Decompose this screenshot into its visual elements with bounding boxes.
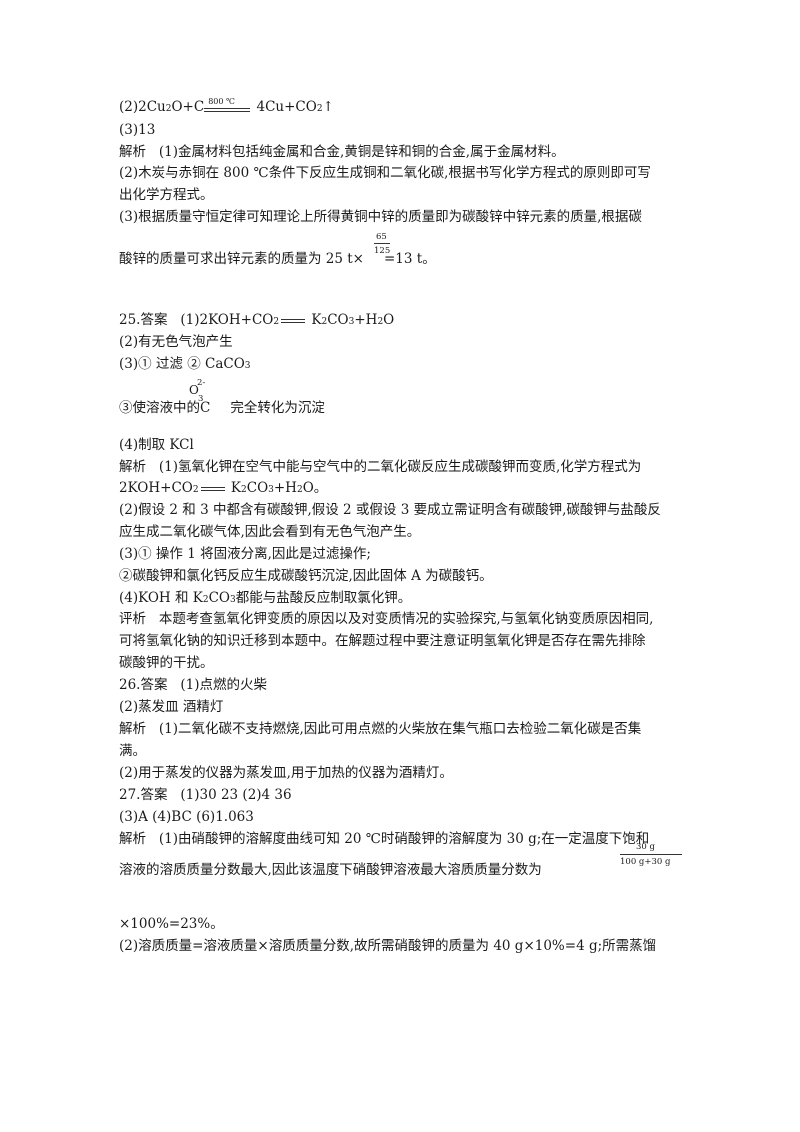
analysis-3a: (3)根据质量守恒定律可知理论上所得黄铜中锌的质量即为碳酸锌中锌元素的质量,根据… [119, 209, 642, 225]
q25-answer-3: (3)① 过滤 ② CaCO3 [119, 356, 251, 372]
analysis-1: 解析 (1)金属材料包括纯金属和合金,黄铜是锌和铜的合金,属于金属材料。 [119, 144, 565, 160]
q25-analysis-1b: 2KOH+CO2 K2CO3+H2O。 [119, 480, 328, 496]
fraction-numerator: 65 [376, 232, 387, 242]
analysis-3b: 酸锌的质量可求出锌元素的质量为 25 t×=13 t。 [119, 251, 436, 267]
q25-analysis-3a: (3)① 操作 1 将固液分离,因此是过滤操作; [119, 546, 371, 562]
analysis-2b: 出化学方程式。 [119, 187, 214, 203]
reaction-condition: 800 ℃ [204, 97, 252, 115]
analysis-2a: (2)木炭与赤铜在 800 ℃条件下反应生成铜和二氧化碳,根据书写化学方程式的原… [119, 165, 651, 181]
q27-answer-2: (3)A (4)BC (6)1.063 [119, 809, 254, 825]
q25-analysis-2b: 应生成二氧化碳气体,因此会看到有无色气泡产生。 [119, 524, 421, 540]
q25-analysis-2a: (2)假设 2 和 3 中都含有碳酸钾,假设 2 或假设 3 要成立需证明含有碳… [119, 502, 661, 518]
q27-analysis-1b: 溶液的溶质质量分数最大,因此该温度下硝酸钾溶液最大溶质质量分数为 [119, 862, 542, 878]
q26-analysis-1b: 满。 [119, 743, 146, 759]
q27-answer-1: 27.答案 (1)30 23 (2)4 36 [119, 787, 292, 803]
fraction-denominator: 100 g+30 g [620, 857, 671, 867]
q25-analysis-1a: 解析 (1)氢氧化钾在空气中能与空气中的二氧化碳反应生成碳酸钾而变质,化学方程式… [119, 459, 642, 475]
ion-oxygen: O [189, 383, 199, 397]
q27-analysis-2: (2)溶质质量=溶液质量×溶质质量分数,故所需硝酸钾的质量为 40 g×10%=… [119, 938, 657, 954]
answer-3: (3)13 [119, 122, 156, 138]
q26-answer-2: (2)蒸发皿 酒精灯 [119, 699, 224, 715]
q26-analysis-2: (2)用于蒸发的仪器为蒸发皿,用于加热的仪器为酒精灯。 [119, 765, 453, 781]
ion-subscript: 3 [198, 394, 204, 404]
q25-answer-1: 25.答案 (1)2KOH+CO2 K2CO3+H2O [119, 312, 395, 328]
q25-analysis-4: (4)KOH 和 K2CO3都能与盐酸反应制取氯化钾。 [119, 590, 412, 606]
fraction-bar [374, 243, 390, 244]
q25-review-3: 碳酸钾的干扰。 [119, 655, 214, 671]
q25-answer-2: (2)有无色气泡产生 [119, 334, 233, 350]
q26-answer-1: 26.答案 (1)点燃的火柴 [119, 677, 267, 693]
equal-sign [200, 486, 225, 491]
q26-analysis-1a: 解析 (1)二氧化碳不支持燃烧,因此可用点燃的火柴放在集气瓶口去检验二氧化碳是否… [119, 721, 642, 737]
ion-charge: 2- [197, 378, 206, 388]
q25-answer-4: (4)制取 KCl [119, 437, 194, 453]
equal-sign [281, 318, 306, 323]
fraction-numerator: 30 g [636, 842, 655, 852]
q25-review-1: 评析 本题考查氢氧化钾变质的原因以及对变质情况的实验探究,与氢氧化钠变质原因相同… [119, 611, 654, 627]
q25-analysis-3b: ②碳酸钾和氯化钙反应生成碳酸钙沉淀,因此固体 A 为碳酸钙。 [119, 568, 493, 584]
q25-review-2: 可将氢氧化钠的知识迁移到本题中。在解题过程中要注意证明氢氧化钾是否存在需先排除 [119, 633, 646, 649]
fraction-bar [620, 854, 682, 855]
q27-analysis-1c: ×100%=23%。 [119, 916, 224, 932]
fraction-denominator: 125 [374, 246, 391, 256]
q27-analysis-1a: 解析 (1)由硝酸钾的溶解度曲线可知 20 ℃时硝酸钾的溶解度为 30 g;在一… [119, 831, 650, 847]
